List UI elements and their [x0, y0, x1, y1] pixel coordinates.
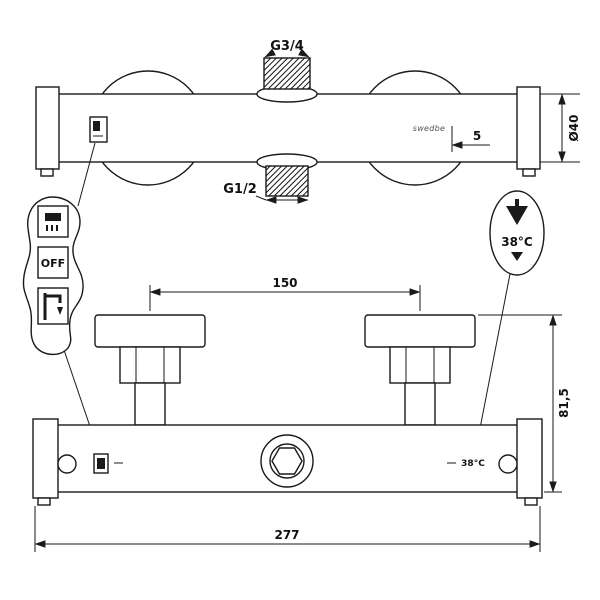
- right-end-cap-front: [516, 418, 543, 499]
- dim-hole-spacing: 150: [149, 276, 421, 311]
- dim-thread-bottom: G1/2: [223, 182, 309, 204]
- left-end-cap-front: [32, 418, 59, 499]
- overall-width-dimension-label: 277: [274, 528, 299, 542]
- dim-thread-top: G3/4: [264, 39, 310, 58]
- gap-dimension-label: 5: [473, 129, 481, 143]
- off-mode-box: [37, 246, 69, 279]
- depth-dimension-label: 81,5: [557, 388, 571, 418]
- brand-label: swedbe: [413, 124, 446, 133]
- spout-mode-box: [37, 287, 69, 325]
- mode-callout: OFF: [22, 142, 100, 454]
- temperature-callout-bubble: [489, 190, 545, 276]
- thread-top-label: G3/4: [270, 39, 304, 54]
- left-union-plate: [94, 314, 206, 348]
- hole-spacing-dimension-label: 150: [272, 276, 297, 290]
- dim-gap: 5: [451, 126, 490, 152]
- down-arrow-icon: [511, 252, 523, 261]
- right-union-nut: [389, 346, 451, 384]
- mode-leader-top: [77, 142, 96, 207]
- diverter-knob-top: [89, 116, 108, 143]
- top-view: swedbe: [35, 57, 541, 197]
- temperature-callout: 38°C: [474, 190, 545, 450]
- temperature-callout-label: 38°C: [501, 235, 533, 249]
- shower-mode-box: [37, 205, 69, 238]
- thread-g12: [265, 165, 309, 197]
- temperature-cone-icon: [506, 199, 528, 225]
- tub-spout-icon: [43, 293, 63, 320]
- temperature-marking-label: 38°C: [461, 459, 485, 469]
- right-end-cap: [516, 86, 541, 170]
- dim-diameter: Ø40: [540, 93, 581, 163]
- front-view: 38°C: [32, 314, 543, 506]
- dim-depth: 81,5: [478, 314, 571, 493]
- dim-overall-width: 277: [34, 506, 541, 552]
- diverter-knob-front: [93, 453, 109, 474]
- left-union-nut: [119, 346, 181, 384]
- left-end-cap: [35, 86, 60, 170]
- temperature-leader: [474, 273, 511, 450]
- off-label: OFF: [41, 257, 65, 270]
- right-union-plate: [364, 314, 476, 348]
- mixer-body-top: [37, 93, 539, 163]
- shower-mode-icon: [45, 213, 61, 231]
- diameter-dimension-label: Ø40: [567, 115, 581, 142]
- thread-g34: [263, 57, 311, 90]
- thread-bottom-label: G1/2: [223, 182, 257, 197]
- center-hex-plug: [260, 434, 314, 488]
